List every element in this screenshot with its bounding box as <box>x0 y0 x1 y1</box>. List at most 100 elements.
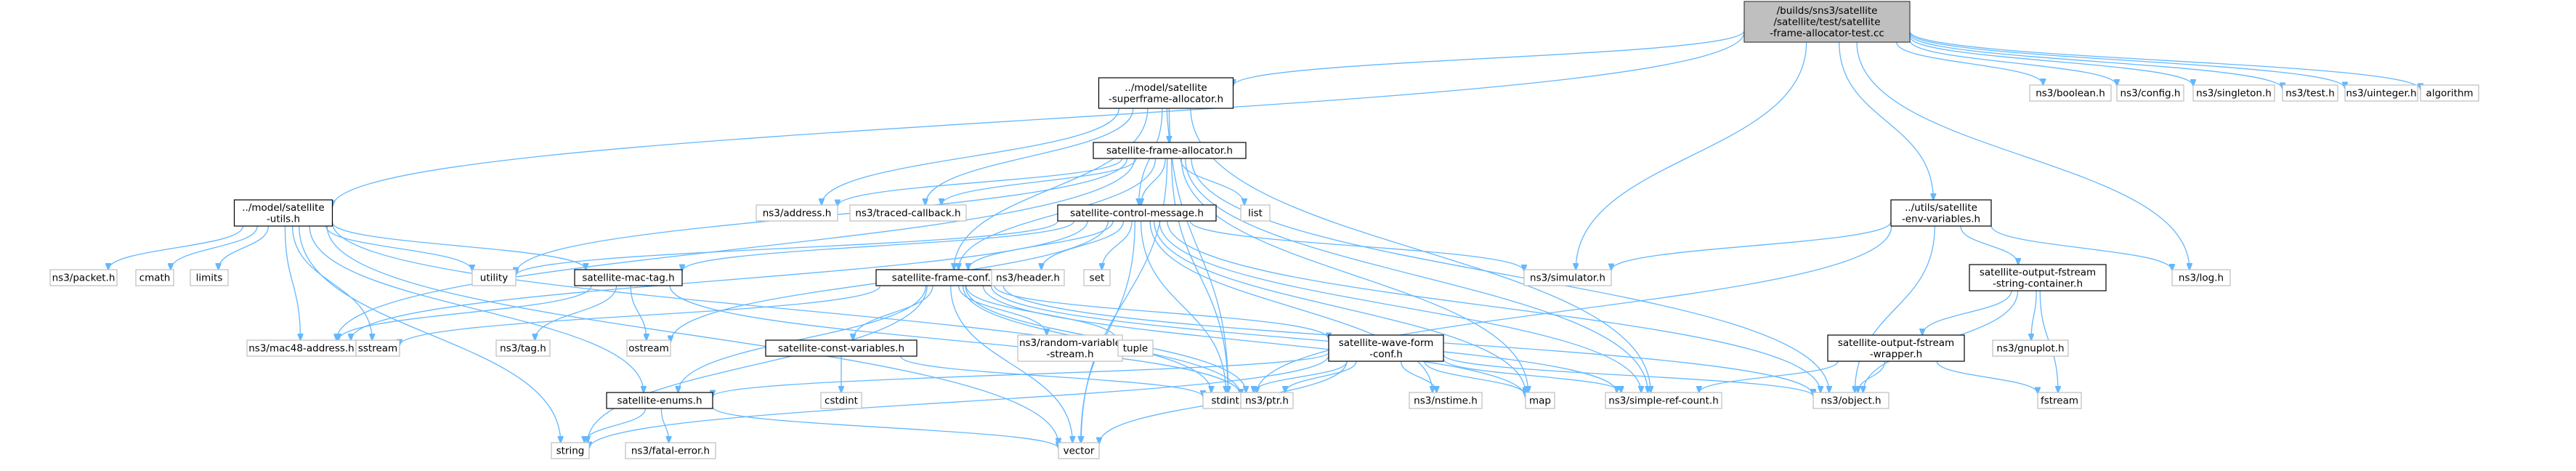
edge-ofsw-to-object <box>1858 361 1886 392</box>
node-singleton-box <box>2192 84 2275 102</box>
edge-env-to-log <box>1990 225 2172 270</box>
node-header-label: ns3/header.h <box>996 273 1060 284</box>
node-cv-box <box>765 339 918 357</box>
node-sim: ns3/simulator.h <box>1523 269 1612 286</box>
node-bool-box <box>2029 84 2112 102</box>
node-object-box <box>1812 392 1890 409</box>
node-utility: utility <box>471 269 517 286</box>
node-sim-label: ns3/simulator.h <box>1530 273 1605 284</box>
node-utils[interactable]: ../model/satellite-utils.h <box>233 199 333 227</box>
node-sfa[interactable]: ../model/satellite-superframe-allocator.… <box>1098 77 1234 109</box>
node-config: ns3/config.h <box>2116 84 2184 102</box>
node-fa[interactable]: satellite-frame-allocator.h <box>1093 142 1247 159</box>
node-wf-box <box>1328 334 1444 362</box>
edge-wf-to-map <box>1424 361 1526 395</box>
node-cmath: cmath <box>135 269 174 286</box>
node-tag-label: ns3/tag.h <box>500 343 546 355</box>
edge-utils-to-enums <box>309 225 644 392</box>
edge-enums-to-string <box>585 408 647 443</box>
edge-utils-to-mac48 <box>284 225 300 340</box>
node-cv[interactable]: satellite-const-variables.h <box>765 339 918 357</box>
node-log: ns3/log.h <box>2171 269 2231 286</box>
node-header-box <box>991 269 1065 286</box>
node-wf[interactable]: satellite-wave-form-conf.h <box>1328 334 1444 362</box>
node-limits-label: limits <box>196 273 223 284</box>
node-fatal: ns3/fatal-error.h <box>625 442 716 459</box>
node-vector: vector <box>1058 442 1100 459</box>
node-tcb: ns3/traced-callback.h <box>849 204 967 222</box>
edge-cm-to-map <box>1154 220 1526 394</box>
edge-root-to-bool <box>1896 41 2044 85</box>
node-utils-box <box>233 199 333 227</box>
node-cmath-box <box>135 269 174 286</box>
node-list-label: list <box>1248 208 1263 220</box>
node-fc[interactable]: satellite-frame-conf.h <box>875 269 1013 286</box>
node-ostream-box <box>626 339 671 357</box>
node-bool-label: ns3/boolean.h <box>2036 88 2105 100</box>
edge-fa-to-fc <box>959 158 1157 270</box>
edge-cm-to-nstime <box>1149 220 1433 392</box>
edge-utils-to-utility <box>325 225 472 271</box>
node-utils-label: -utils.h <box>267 213 300 225</box>
node-gnuplot: ns3/gnuplot.h <box>1992 339 2069 357</box>
node-cmath-label: cmath <box>139 273 171 284</box>
edge-fc-to-map <box>982 285 1526 398</box>
node-limits-box <box>190 269 229 286</box>
node-addr-label: ns3/address.h <box>763 208 832 220</box>
edge-root-to-sim <box>1576 41 1807 270</box>
node-cv-label: satellite-const-variables.h <box>778 343 904 355</box>
node-env-label: -env-variables.h <box>1902 213 1980 225</box>
node-utility-box <box>471 269 517 286</box>
edge-env-to-sim <box>1611 221 1892 270</box>
node-root[interactable]: /builds/sns3/satellite/satellite/test/sa… <box>1743 1 1911 43</box>
edge-cm-to-sim <box>1189 220 1524 271</box>
node-enums[interactable]: satellite-enums.h <box>606 392 713 409</box>
node-addr: ns3/address.h <box>756 204 838 222</box>
edge-fc-to-cv <box>853 285 933 340</box>
node-mactag[interactable]: satellite-mac-tag.h <box>574 269 683 286</box>
node-algo-label: algorithm <box>2426 88 2473 100</box>
edge-cm-to-mactag <box>682 220 1075 271</box>
edge-ofsc-to-gnuplot <box>2031 290 2037 340</box>
edge-utils-to-mactag <box>331 222 586 270</box>
node-src: ns3/simple-ref-count.h <box>1605 392 1722 409</box>
node-map-label: map <box>1529 395 1551 407</box>
node-vector-label: vector <box>1064 446 1095 457</box>
edge-fc-to-vector <box>949 285 1073 443</box>
edge-root-to-env <box>1839 41 1934 200</box>
node-ptr-label: ns3/ptr.h <box>1245 395 1289 407</box>
node-nstime-label: ns3/nstime.h <box>1414 395 1478 407</box>
node-ofsw[interactable]: satellite-output-fstream-wrapper.h <box>1827 334 1965 362</box>
node-tuple-label: tuple <box>1123 343 1148 355</box>
node-cstdint-box <box>820 392 862 409</box>
node-fa-label: satellite-frame-allocator.h <box>1106 145 1233 157</box>
node-cm[interactable]: satellite-control-message.h <box>1057 204 1217 222</box>
edge-root-to-singleton <box>1909 36 2193 86</box>
node-rvs-label: ns3/random-variable <box>1019 337 1121 349</box>
node-log-label: ns3/log.h <box>2179 273 2224 284</box>
node-rvs-label: -stream.h <box>1046 348 1093 360</box>
edge-cm-to-object <box>1167 220 1820 392</box>
node-object-label: ns3/object.h <box>1820 395 1881 407</box>
edge-sfa-to-fa <box>1167 108 1169 142</box>
edge-fc-to-enums <box>679 285 927 392</box>
node-addr-box <box>756 204 838 222</box>
node-env[interactable]: ../utils/satellite-env-variables.h <box>1890 199 1992 227</box>
edge-fa-to-object <box>1191 158 1829 392</box>
node-tcb-box <box>849 204 967 222</box>
node-sim-box <box>1523 269 1612 286</box>
edge-enums-to-vector <box>712 406 1058 448</box>
node-ptr: ns3/ptr.h <box>1240 392 1294 409</box>
node-mactag-label: satellite-mac-tag.h <box>582 273 674 284</box>
node-cstdint-label: cstdint <box>825 395 858 407</box>
nodes-layer: /builds/sns3/satellite/satellite/test/sa… <box>49 1 2479 459</box>
node-set-label: set <box>1090 273 1105 284</box>
edge-cm-to-header <box>1042 220 1125 270</box>
node-tcb-label: ns3/traced-callback.h <box>855 208 960 220</box>
edge-cm-to-fc <box>968 220 1114 270</box>
node-ofsc[interactable]: satellite-output-fstream-string-containe… <box>1969 264 2107 291</box>
edge-wf-to-object <box>1443 354 1813 396</box>
node-rvs-box <box>1017 334 1123 362</box>
node-object: ns3/object.h <box>1812 392 1890 409</box>
node-uint-label: ns3/uinteger.h <box>2346 88 2416 100</box>
